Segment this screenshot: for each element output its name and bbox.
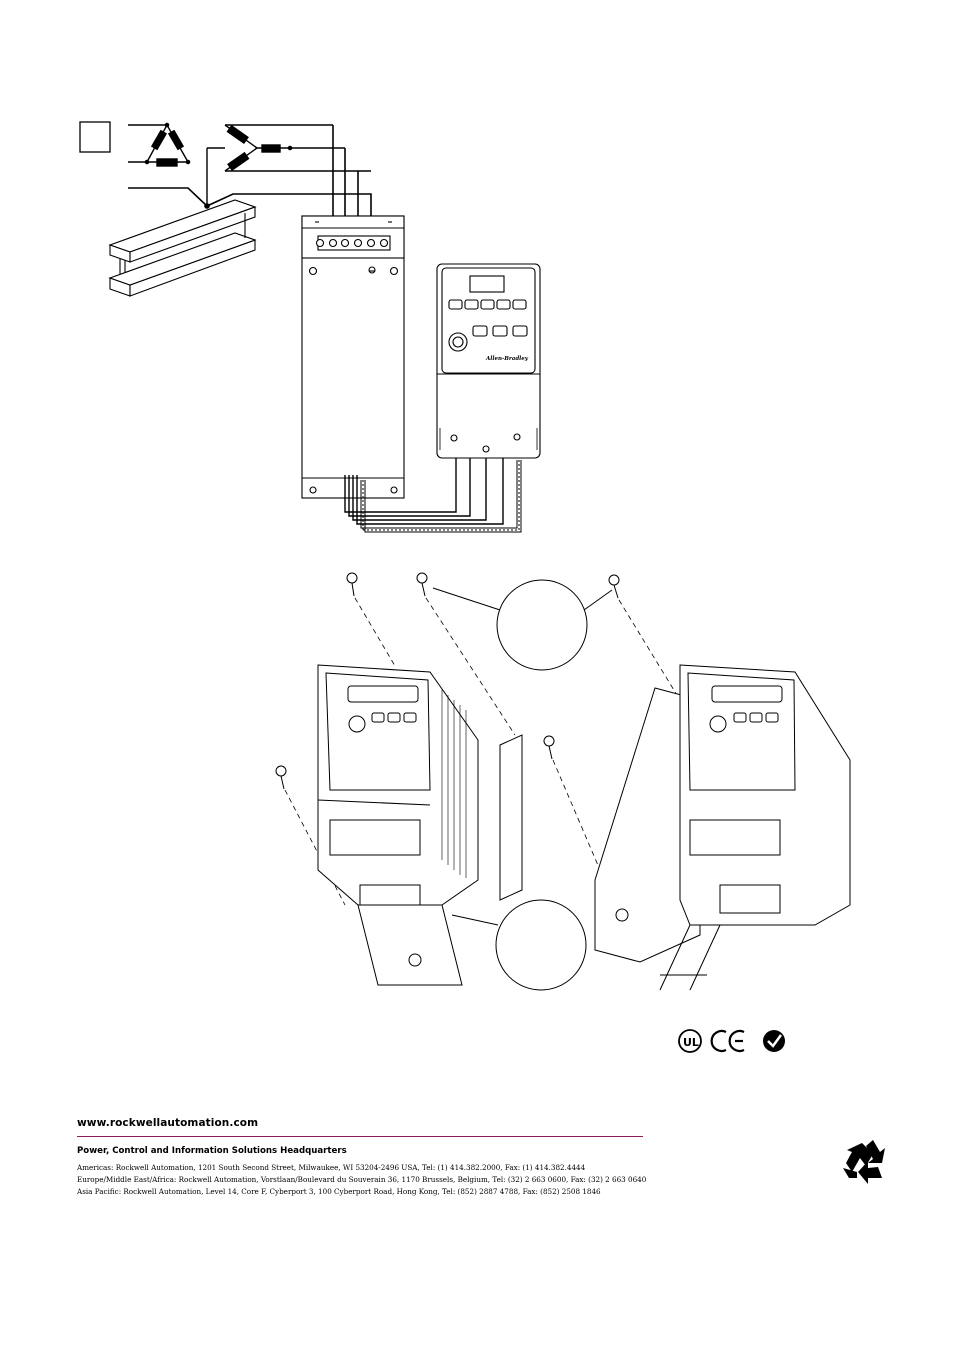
shielded-cable [360,460,522,533]
output-wires [344,458,504,525]
address-americas: Americas: Rockwell Automation, 1201 Sout… [77,1163,586,1172]
wye-transformer [206,124,371,206]
mounting-screw [346,572,358,597]
drive-unit [436,263,541,459]
mounting-screw [543,735,555,760]
mounting-screw [416,572,428,597]
delta-transformer [128,122,191,167]
mounting-screw [608,574,620,599]
address-asia-pacific: Asia Pacific: Rockwell Automation, Level… [77,1187,601,1196]
mounting-diagram [275,572,851,991]
website-url[interactable]: www.rockwellautomation.com [77,1117,259,1129]
ground-beam [108,199,257,297]
step-label-box [79,121,111,153]
hq-title: Power, Control and Information Solutions… [77,1146,347,1156]
mounting-screw [275,765,287,790]
footer-divider [77,1136,643,1137]
address-emea: Europe/Middle East/Africa: Rockwell Auto… [77,1175,647,1184]
drive-with-filter-rear [594,664,851,991]
drive-with-filter-side [317,664,523,986]
emc-filter [301,215,405,499]
drive-brand-label: Allen-Bradley [485,356,529,362]
callout-bubble [451,899,587,991]
wiring-diagram: Allen-Bradley [79,121,541,533]
callout-bubble [432,579,613,671]
